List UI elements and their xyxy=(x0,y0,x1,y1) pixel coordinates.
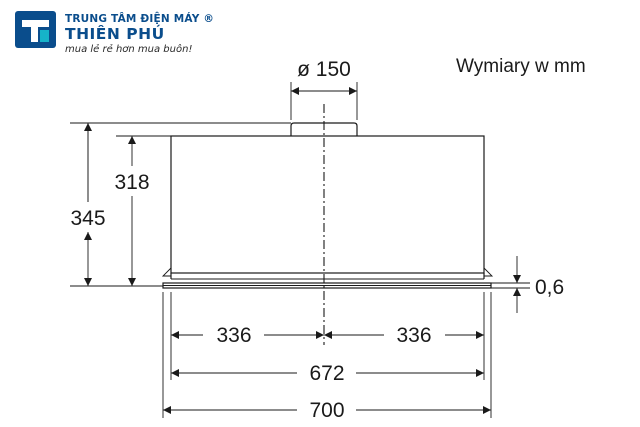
body-height-label: 318 xyxy=(114,171,149,194)
frame-width-dimension: 700 xyxy=(163,399,491,422)
hood-outline xyxy=(161,122,494,289)
body-width-label: 672 xyxy=(309,362,344,385)
duct-diameter-label: ø 150 xyxy=(297,58,351,81)
half-width-dimension: 336 336 xyxy=(171,324,484,347)
logo-company-line: TRUNG TÂM ĐIỆN MÁY ® xyxy=(65,12,214,25)
total-height-dimension: 345 xyxy=(70,122,291,287)
frame-width-label: 700 xyxy=(309,399,344,422)
body-width-dimension: 672 xyxy=(171,362,484,385)
total-height-label: 345 xyxy=(70,207,105,230)
logo-tagline: mua lẻ rẻ hơn mua buôn! xyxy=(65,43,192,55)
units-note: Wymiary w mm xyxy=(456,56,586,77)
logo-mark-icon xyxy=(15,11,56,48)
half-width-right-label: 336 xyxy=(396,324,431,347)
brand-logo: TRUNG TÂM ĐIỆN MÁY ® THIÊN PHÚ mua lẻ rẻ… xyxy=(15,11,214,55)
body-height-dimension: 318 xyxy=(114,135,171,286)
logo-brand-name: THIÊN PHÚ xyxy=(65,24,165,43)
half-width-left-label: 336 xyxy=(216,324,251,347)
duct-diameter-dimension: ø 150 xyxy=(290,58,358,120)
frame-thickness-dimension: 0,6 xyxy=(491,256,564,313)
frame-thickness-label: 0,6 xyxy=(535,276,564,299)
